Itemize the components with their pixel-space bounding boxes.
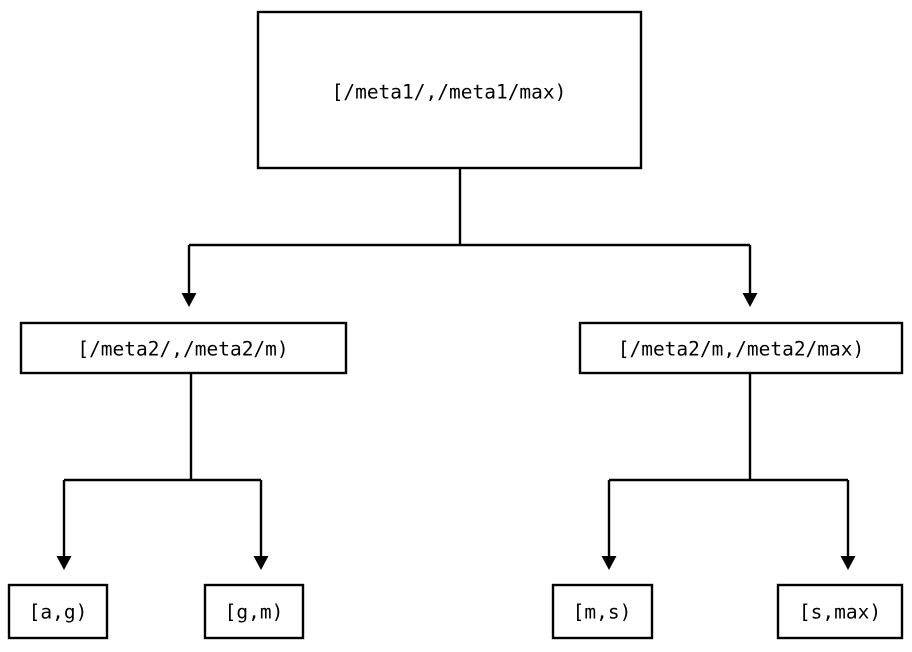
node-leaf-1[interactable]: [a,g) — [7, 583, 109, 640]
node-leaf-2[interactable]: [g,m) — [203, 583, 305, 640]
node-leaf-4[interactable]: [s,max) — [776, 583, 904, 640]
node-root-box[interactable] — [256, 10, 643, 170]
arrowhead-icon-leaf-1 — [56, 556, 72, 570]
node-leaf-1-label: [a,g) — [29, 601, 88, 624]
node-root[interactable]: [/meta1/,/meta1/max) — [256, 10, 643, 170]
edge-group-midleft-to-leaves — [56, 373, 269, 570]
arrowhead-icon-leaf-4 — [840, 556, 856, 570]
node-mid-left[interactable]: [/meta2/,/meta2/m) — [19, 321, 348, 375]
arrowhead-icon-leaf-3 — [601, 556, 617, 570]
node-mid-right[interactable]: [/meta2/m,/meta2/max) — [578, 321, 904, 375]
arrowhead-icon-mid-right — [742, 293, 758, 307]
arrowhead-icon-leaf-2 — [253, 556, 269, 570]
node-leaf-3-box[interactable] — [551, 583, 654, 640]
edge-group-midright-to-leaves — [601, 373, 856, 570]
arrowhead-icon-mid-left — [181, 293, 197, 307]
node-leaf-4-label: [s,max) — [799, 601, 881, 624]
node-leaf-3-label: [m,s) — [573, 601, 632, 624]
node-mid-right-box[interactable] — [578, 321, 904, 375]
node-leaf-1-box[interactable] — [7, 583, 109, 640]
node-leaf-2-box[interactable] — [203, 583, 305, 640]
node-mid-right-label: [/meta2/m,/meta2/max) — [618, 338, 865, 361]
node-leaf-2-label: [g,m) — [225, 601, 284, 624]
node-mid-left-label: [/meta2/,/meta2/m) — [77, 338, 288, 361]
node-mid-left-box[interactable] — [19, 321, 348, 375]
node-leaf-3[interactable]: [m,s) — [551, 583, 654, 640]
edge-group-root-to-mid — [181, 168, 758, 307]
node-leaf-4-box[interactable] — [776, 583, 904, 640]
node-root-label: [/meta1/,/meta1/max) — [332, 81, 567, 104]
